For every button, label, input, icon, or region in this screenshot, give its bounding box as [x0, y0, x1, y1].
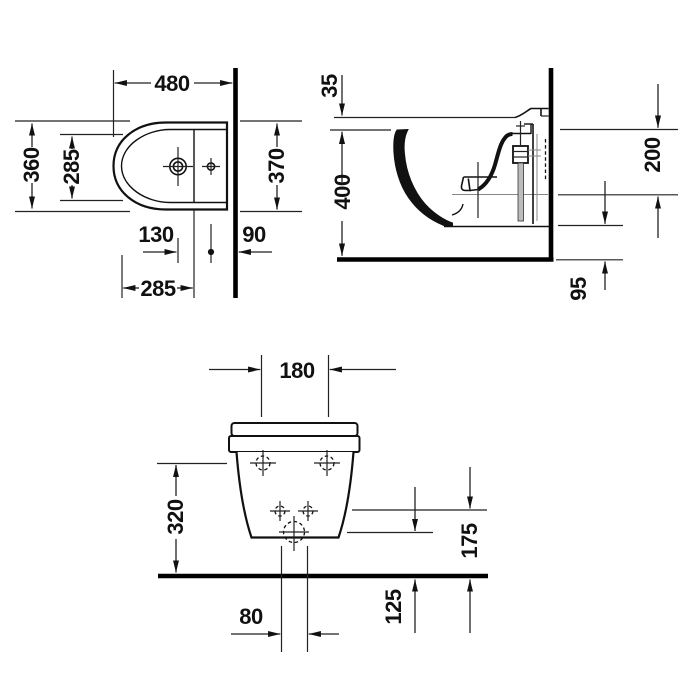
dim-label-125: 125 — [381, 589, 406, 624]
dim-label-400: 400 — [330, 174, 355, 209]
rear-fixing-hole-mid-right — [298, 501, 318, 521]
plan-dim-dot-terminator — [207, 248, 215, 256]
rear-fixing-hole-top-right — [314, 450, 340, 476]
side-fixing-bracket — [512, 145, 529, 164]
dim-label-480: 480 — [154, 71, 189, 96]
dim-label-285-bottom: 285 — [140, 276, 175, 301]
dim-label-35: 35 — [317, 74, 342, 98]
rear-drain-outlet — [279, 516, 309, 551]
dim-label-80: 80 — [239, 604, 263, 629]
plan-small-hole — [202, 158, 220, 175]
side-view: 35 400 200 95 — [317, 68, 678, 301]
dim-label-95: 95 — [566, 277, 591, 301]
dim-label-200: 200 — [640, 137, 665, 172]
dim-label-130: 130 — [138, 222, 173, 247]
side-fixing-rod — [517, 162, 524, 222]
rear-fixing-hole-top-left — [250, 450, 276, 476]
rear-view: 180 320 175 125 80 — [157, 355, 488, 652]
rear-body-outline — [235, 451, 355, 539]
side-back-top-edge — [514, 107, 549, 119]
rear-fixing-hole-mid-left — [270, 501, 290, 521]
plan-view: 480 360 285 370 130 90 285 — [15, 68, 302, 301]
rear-rim-band-bottom — [228, 435, 361, 453]
dim-label-175: 175 — [457, 523, 482, 558]
dim-label-180: 180 — [279, 358, 314, 383]
dim-label-360: 360 — [19, 147, 44, 182]
plan-bidet-inner-rim — [120, 128, 227, 204]
dim-label-285-left: 285 — [59, 149, 84, 184]
dim-label-320: 320 — [163, 499, 188, 534]
rear-rim-band-top — [230, 422, 359, 437]
plan-tap-hole — [163, 147, 193, 186]
dim-label-90: 90 — [242, 222, 266, 247]
side-bowl-section — [393, 128, 453, 226]
side-rear-wall — [476, 132, 513, 192]
dim-label-370: 370 — [264, 148, 289, 183]
